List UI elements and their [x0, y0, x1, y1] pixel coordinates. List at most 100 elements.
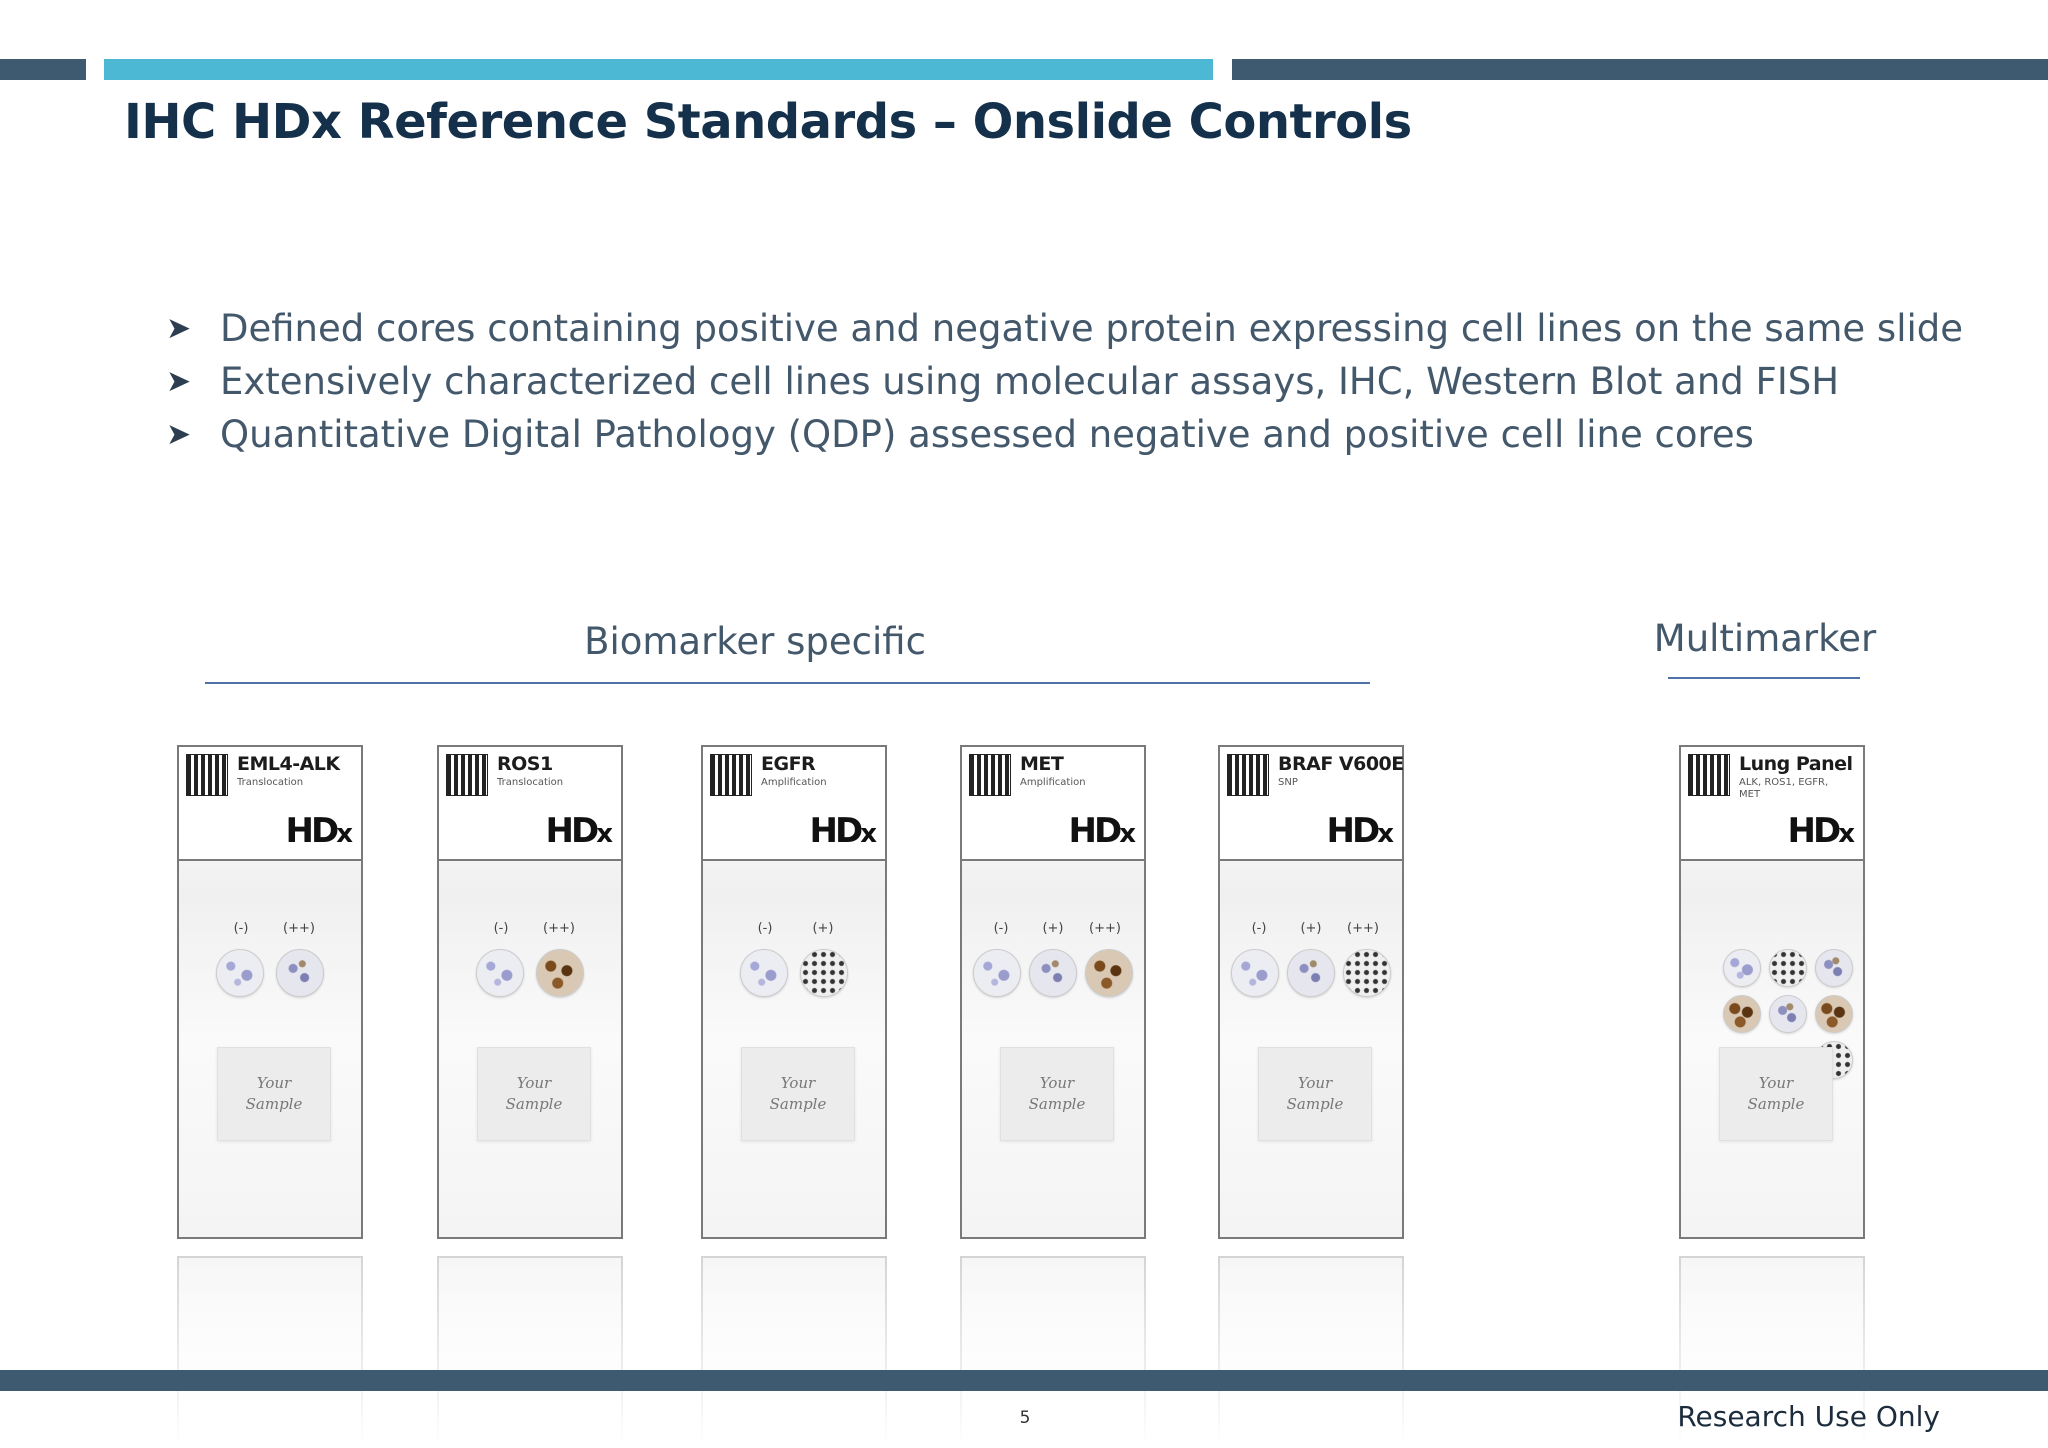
core-grade: (+): [812, 921, 834, 936]
sample-area: Your Sample: [1000, 1047, 1114, 1141]
qr-code-icon: [446, 754, 488, 796]
slide-reflection: [960, 1256, 1146, 1446]
tissue-core-image: [740, 949, 788, 997]
tissue-core-image: [476, 949, 524, 997]
slide-marker-name: BRAF V600E: [1278, 753, 1404, 775]
slide-label-area: MET Amplification HDx: [962, 747, 1144, 861]
sample-area: Your Sample: [1719, 1047, 1833, 1141]
slide-reflection: [1679, 1256, 1865, 1446]
slide-marker-name: ROS1: [497, 753, 553, 775]
tissue-core-image: [1723, 949, 1761, 987]
core-grade: (-): [493, 921, 509, 936]
slide-reflection: [437, 1256, 623, 1446]
tissue-core-image: [1343, 949, 1391, 997]
page-number: 5: [1019, 1408, 1031, 1428]
slide-reflection: [177, 1256, 363, 1446]
slide-marker-subtitle: Amplification: [761, 777, 827, 788]
arrowhead-bullet-icon: ➤: [166, 311, 192, 346]
core-grade: (++): [1089, 921, 1121, 936]
sample-area: Your Sample: [217, 1047, 331, 1141]
control-slide-lung-panel: Lung Panel ALK, ROS1, EGFR, MET HDx Your…: [1679, 745, 1865, 1239]
hdx-logo: HDx: [809, 811, 877, 851]
tissue-core-image: [276, 949, 324, 997]
section-rule-biomarker: [205, 682, 1370, 684]
core-grade: (++): [543, 921, 575, 936]
slide-label-area: EGFR Amplification HDx: [703, 747, 885, 861]
control-slide-egfr: EGFR Amplification HDx (-) (+) Your Samp…: [701, 745, 887, 1239]
tissue-core-image: [1231, 949, 1279, 997]
slide-marker-name: EGFR: [761, 753, 816, 775]
tissue-core-image: [1287, 949, 1335, 997]
control-slide-ros1: ROS1 Translocation HDx (-) (++) Your Sam…: [437, 745, 623, 1239]
qr-code-icon: [186, 754, 228, 796]
core-grade: (-): [1251, 921, 1267, 936]
tissue-core-image: [1815, 949, 1853, 987]
qr-code-icon: [969, 754, 1011, 796]
hdx-logo: HDx: [1326, 811, 1394, 851]
slide-marker-subtitle: Translocation: [497, 777, 564, 788]
tissue-cores: [439, 949, 621, 997]
header-bar-left: [0, 59, 86, 80]
slide-reflection: [1218, 1256, 1404, 1446]
slide-reflection: [701, 1256, 887, 1446]
core-grade-labels: (-) (++): [439, 921, 621, 936]
bullet-list: ➤ Defined cores containing positive and n…: [166, 302, 1963, 461]
tissue-core-image: [1769, 949, 1807, 987]
arrowhead-bullet-icon: ➤: [166, 417, 192, 452]
bullet-text: Defined cores containing positive and ne…: [220, 307, 1964, 350]
core-grade: (-): [757, 921, 773, 936]
slide-marker-subtitle: SNP: [1278, 777, 1298, 788]
arrowhead-bullet-icon: ➤: [166, 364, 192, 399]
bullet-item: ➤ Defined cores containing positive and n…: [166, 302, 1963, 355]
bullet-text: Quantitative Digital Pathology (QDP) ass…: [220, 413, 1754, 456]
slide-label-area: BRAF V600E SNP HDx: [1220, 747, 1404, 861]
tissue-core-image: [216, 949, 264, 997]
core-grade-labels: (-) (+) (++): [962, 921, 1144, 936]
slide-marker-name: EML4-ALK: [237, 753, 340, 775]
hdx-logo: HDx: [285, 811, 353, 851]
header-bar-accent: [104, 59, 1213, 80]
qr-code-icon: [710, 754, 752, 796]
bullet-item: ➤ Quantitative Digital Pathology (QDP) as…: [166, 408, 1963, 461]
bullet-item: ➤ Extensively characterized cell lines us…: [166, 355, 1963, 408]
sample-area: Your Sample: [741, 1047, 855, 1141]
header-bar-right: [1232, 59, 2048, 80]
sample-area: Your Sample: [477, 1047, 591, 1141]
tissue-cores: [703, 949, 885, 997]
core-grade-labels: (-) (+): [703, 921, 885, 936]
core-grade: (+): [1300, 921, 1322, 936]
tissue-core-image: [1815, 995, 1853, 1033]
bullet-text: Extensively characterized cell lines usi…: [220, 360, 1840, 403]
core-grade-labels: (-) (+) (++): [1220, 921, 1402, 936]
slide-marker-name: Lung Panel: [1739, 753, 1853, 775]
core-grade: (-): [993, 921, 1009, 936]
tissue-core-image: [1029, 949, 1077, 997]
footer-note: Research Use Only: [1677, 1400, 1940, 1433]
tissue-core-image: [1723, 995, 1761, 1033]
core-grade-labels: (-) (++): [179, 921, 361, 936]
slide-marker-subtitle: Translocation: [237, 777, 304, 788]
tissue-core-image: [1769, 995, 1807, 1033]
page-title: IHC HDx Reference Standards – Onslide Co…: [124, 94, 1412, 150]
hdx-logo: HDx: [545, 811, 613, 851]
control-slide-eml4-alk: EML4-ALK Translocation HDx (-) (++) Your…: [177, 745, 363, 1239]
tissue-cores: [179, 949, 361, 997]
hdx-logo: HDx: [1068, 811, 1136, 851]
tissue-core-image: [1085, 949, 1133, 997]
slide-marker-name: MET: [1020, 753, 1064, 775]
tissue-core-image: [536, 949, 584, 997]
qr-code-icon: [1227, 754, 1269, 796]
tissue-core-image: [800, 949, 848, 997]
section-label-multimarker: Multimarker: [1653, 617, 1877, 660]
core-grade: (-): [233, 921, 249, 936]
slide-label-area: Lung Panel ALK, ROS1, EGFR, MET HDx: [1681, 747, 1863, 861]
core-grade: (++): [1347, 921, 1379, 936]
core-grade: (++): [283, 921, 315, 936]
slide-marker-subtitle: ALK, ROS1, EGFR, MET: [1739, 777, 1829, 800]
qr-code-icon: [1688, 754, 1730, 796]
slide-label-area: ROS1 Translocation HDx: [439, 747, 621, 861]
section-rule-multimarker: [1668, 677, 1860, 679]
slide-label-area: EML4-ALK Translocation HDx: [179, 747, 361, 861]
control-slide-braf-v600e: BRAF V600E SNP HDx (-) (+) (++) Your Sam…: [1218, 745, 1404, 1239]
footer-bar: [0, 1370, 2048, 1391]
